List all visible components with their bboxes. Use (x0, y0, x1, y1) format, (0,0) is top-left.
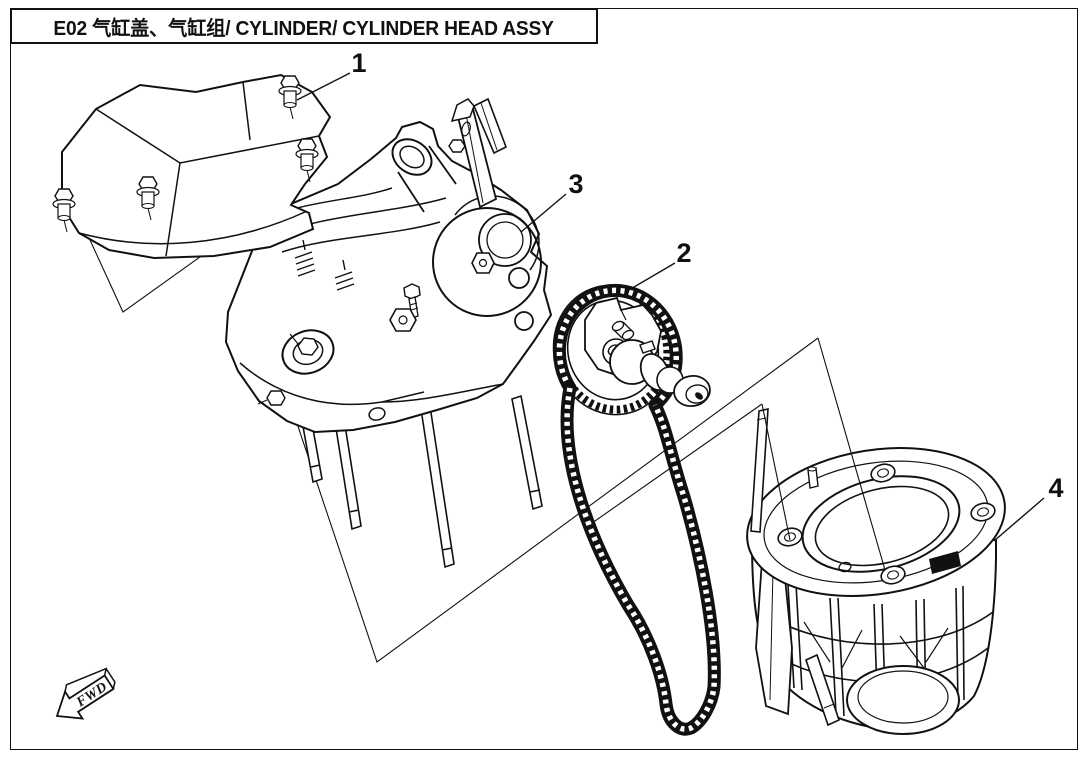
leader-line-2 (628, 262, 676, 291)
title-bar: E02 气缸盖、气缸组/ CYLINDER/ CYLINDER HEAD ASS… (10, 8, 598, 44)
cylinder-head-drawing (224, 97, 553, 434)
head-boss (281, 329, 335, 375)
water-neck (391, 138, 457, 213)
leader-line-4 (993, 497, 1045, 542)
fwd-arrow-icon: FWD (55, 667, 116, 720)
callout-2-timing-chain-camshaft[interactable]: 2 (676, 238, 691, 268)
page-title: E02 气缸盖、气缸组/ CYLINDER/ CYLINDER HEAD ASS… (53, 17, 555, 40)
cover-bolts (52, 75, 319, 233)
head-bolts (257, 139, 495, 406)
leader-line-1 (296, 72, 351, 101)
callout-4-cylinder-block[interactable]: 4 (1048, 473, 1063, 503)
camshaft (609, 339, 711, 407)
callout-3-cylinder-head[interactable]: 3 (568, 169, 583, 199)
leader-line-3 (520, 193, 567, 233)
cylinder-head-cover-drawing (52, 73, 332, 260)
brand-mark (929, 551, 961, 574)
timing-chain-drawing (552, 283, 721, 736)
deck-stud-holes (777, 463, 996, 585)
chain-guide (450, 97, 508, 209)
callout-layer: 1 2 3 4 (296, 48, 1064, 542)
cylinder-block-drawing (746, 337, 1006, 735)
head-studs (296, 388, 543, 569)
callout-1-cylinder-head-cover[interactable]: 1 (351, 48, 366, 78)
valve-springs (294, 239, 355, 291)
